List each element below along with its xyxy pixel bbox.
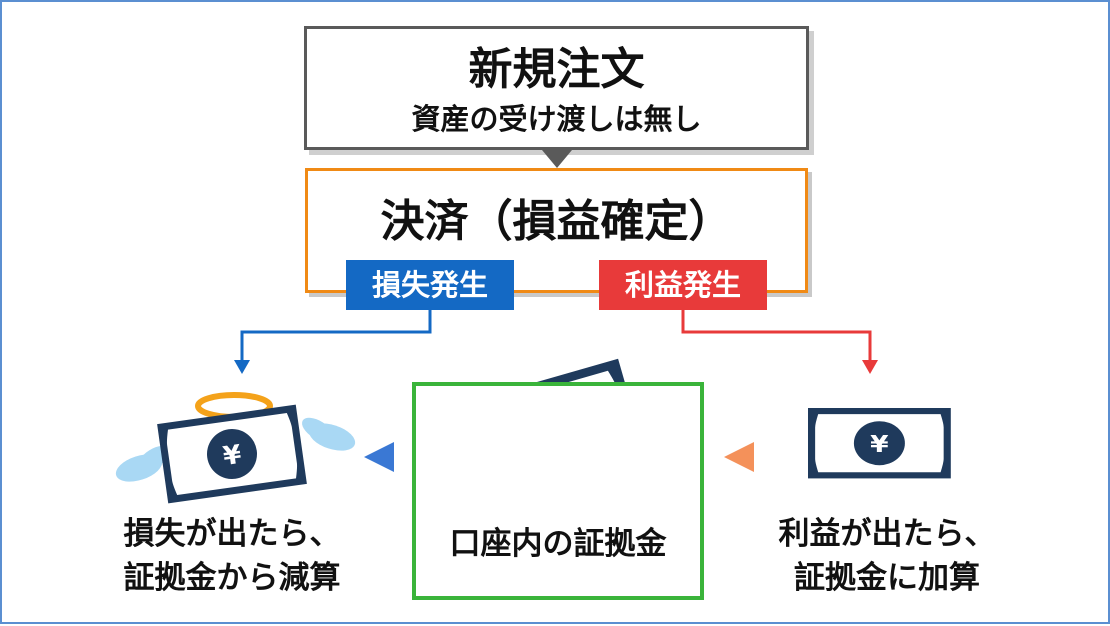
profit-arrowhead-icon [862, 360, 878, 374]
loss-connector [234, 310, 432, 374]
profit-caption-line-1: 利益が出たら、 [778, 516, 996, 552]
loss-connector-line [240, 310, 432, 362]
triangle-arrow-icon [724, 442, 754, 472]
loss-caption-line-2: 証拠金から減算 [123, 560, 341, 596]
margin-box [412, 382, 704, 600]
new-order-box: 新規注文 資産の受け渡しは無し [304, 26, 809, 150]
callout-pointer [542, 150, 572, 168]
profit-connector [681, 310, 878, 374]
new-order-title: 新規注文 [468, 44, 645, 95]
profit-tag: 利益発生 [599, 260, 767, 310]
yen-symbol: ¥ [221, 440, 243, 472]
loss-caption: 損失が出たら、 証拠金から減算 [82, 512, 382, 600]
banknote-icon: ¥ [157, 404, 307, 504]
triangle-arrow-icon [364, 442, 394, 472]
profit-caption: 利益が出たら、 証拠金に加算 [737, 512, 1037, 600]
loss-tag: 損失発生 [346, 260, 514, 310]
profit-caption-line-2: 証拠金に加算 [794, 560, 980, 596]
profit-connector-line [681, 310, 872, 362]
loss-arrowhead-icon [234, 360, 250, 374]
new-order-subtitle: 資産の受け渡しは無し [411, 102, 702, 136]
yen-symbol: ¥ [870, 431, 888, 458]
margin-label: 口座内の証拠金 [449, 526, 667, 562]
angel-banknote: ¥ [115, 392, 356, 504]
wing-icon [302, 417, 334, 443]
loss-caption-line-1: 損失が出たら、 [123, 516, 341, 552]
banknote-icon: ¥ [808, 408, 951, 479]
settlement-title: 決済（損益確定） [380, 196, 733, 247]
